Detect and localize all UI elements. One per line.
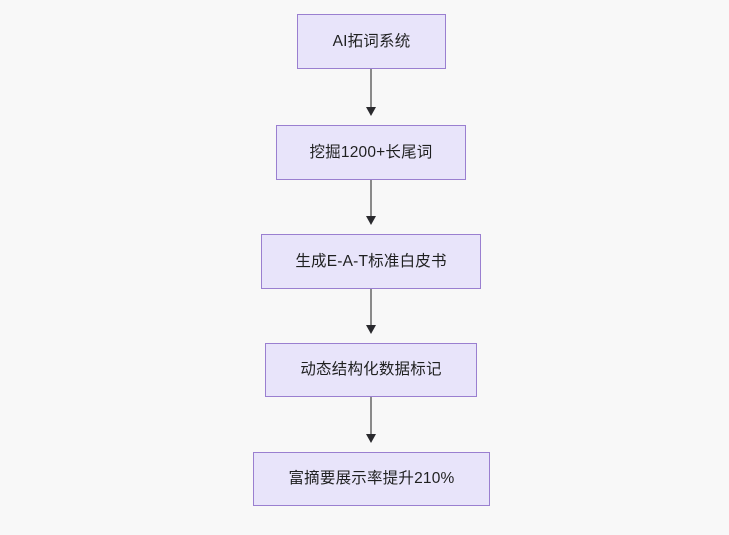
flow-node-dynamic-structured-data-markup[interactable]: 动态结构化数据标记: [265, 343, 477, 397]
flow-node-label: 生成E-A-T标准白皮书: [295, 252, 447, 270]
edge-line: [370, 180, 372, 217]
edge-line: [370, 397, 372, 435]
flow-node-label: 富摘要展示率提升210%: [288, 470, 455, 488]
flow-node-mine-long-tail-keywords[interactable]: 挖掘1200+长尾词: [276, 125, 466, 180]
arrowhead-icon: [366, 216, 376, 225]
edge-line: [370, 69, 372, 108]
flow-node-generate-eat-whitepaper[interactable]: 生成E-A-T标准白皮书: [261, 234, 481, 289]
flow-node-label: AI拓词系统: [332, 32, 411, 50]
edge-line: [370, 289, 372, 326]
flow-node-rich-snippet-impression-lift[interactable]: 富摘要展示率提升210%: [253, 452, 490, 506]
flow-node-label: 动态结构化数据标记: [300, 361, 442, 379]
arrowhead-icon: [366, 325, 376, 334]
flow-node-ai-keyword-expansion-system[interactable]: AI拓词系统: [297, 14, 446, 69]
arrowhead-icon: [366, 434, 376, 443]
arrowhead-icon: [366, 107, 376, 116]
flow-node-label: 挖掘1200+长尾词: [309, 143, 433, 161]
